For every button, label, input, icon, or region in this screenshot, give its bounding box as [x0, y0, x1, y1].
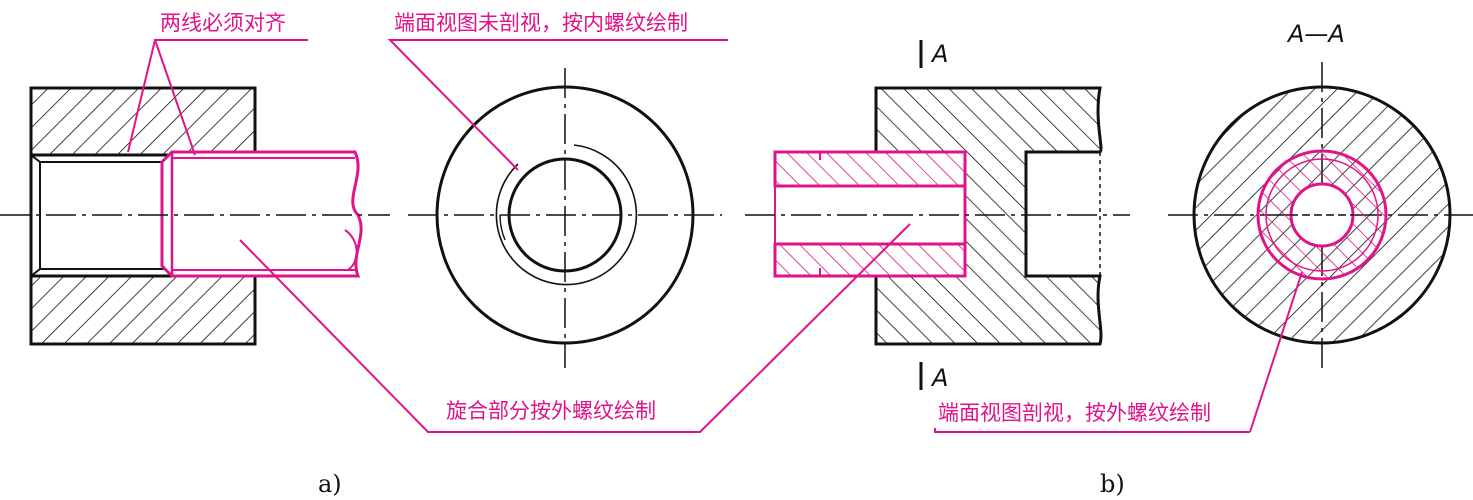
label-engaged-part-external: 旋合部分按外螺纹绘制 — [446, 399, 656, 423]
screw-b — [773, 150, 967, 278]
section-mark-bottom: A — [930, 364, 948, 392]
leader-lines — [127, 39, 1303, 433]
section-view-title: A—A — [1286, 20, 1345, 48]
end-view-a — [408, 68, 722, 368]
housing-b — [874, 86, 1103, 346]
label-lines-aligned: 两线必须对齐 — [160, 11, 286, 35]
label-end-view-sectioned: 端面视图剖视，按外螺纹绘制 — [938, 401, 1211, 425]
caption-b: b) — [1100, 470, 1125, 498]
figure-b: A A — [745, 40, 1130, 392]
section-view-a-a: A—A — [1168, 20, 1473, 370]
screw-a — [160, 150, 363, 278]
section-mark-top: A — [930, 40, 948, 68]
caption-a: a) — [318, 470, 342, 498]
label-end-view-not-sectioned: 端面视图未剖视，按内螺纹绘制 — [394, 11, 688, 35]
figure-a — [0, 86, 390, 346]
